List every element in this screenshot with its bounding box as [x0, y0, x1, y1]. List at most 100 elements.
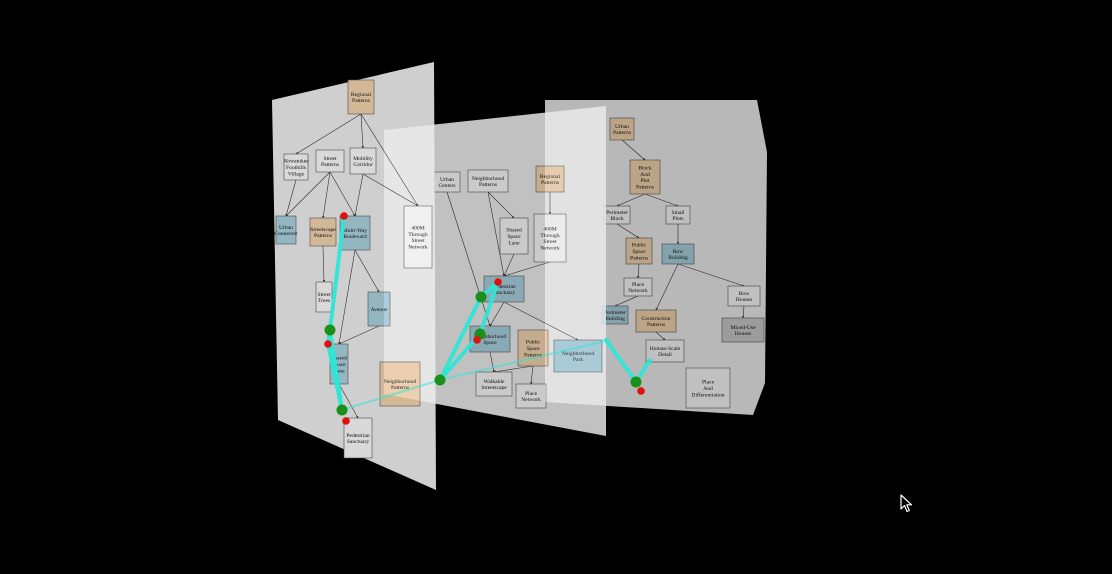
path-node-red[interactable]	[342, 417, 350, 425]
graph-edge	[338, 383, 359, 419]
path-node-red[interactable]	[340, 212, 348, 220]
path-link	[478, 280, 500, 336]
node-box	[349, 147, 377, 175]
node-box	[515, 383, 547, 409]
graph-edge	[616, 193, 646, 207]
graph-edge	[285, 179, 297, 217]
node-box	[475, 371, 513, 397]
node-box	[623, 277, 653, 297]
graph-edge	[503, 261, 551, 277]
node-box	[629, 159, 661, 195]
graph-node-avenue[interactable]: Avenue	[367, 291, 391, 327]
graph-edge	[614, 295, 639, 307]
path-node-green[interactable]	[434, 374, 446, 386]
path-node-red[interactable]	[494, 278, 502, 286]
graph-edge	[360, 113, 365, 149]
node-box	[275, 215, 297, 245]
path-node-red[interactable]	[473, 336, 481, 344]
graph-edge	[503, 301, 579, 341]
graph-edge	[489, 301, 505, 327]
path-node-red[interactable]	[637, 387, 645, 395]
path-link	[439, 339, 611, 381]
node-box	[661, 243, 695, 265]
graph-edge	[655, 263, 679, 311]
graph-edge	[616, 223, 640, 239]
graph-edge	[295, 113, 362, 155]
highlighted-path	[324, 212, 652, 425]
graph-edge	[354, 173, 364, 217]
path-node-green[interactable]	[336, 404, 348, 416]
path-node-red[interactable]	[324, 340, 332, 348]
path-node-green[interactable]	[475, 291, 487, 303]
node-label: Avenue	[371, 307, 388, 313]
path-link	[328, 214, 346, 332]
graph-edge	[677, 263, 745, 287]
graph-edge	[360, 113, 419, 207]
graph-edge	[285, 171, 331, 217]
node-box	[685, 367, 731, 409]
graph-edge	[362, 173, 419, 207]
path-link	[604, 338, 638, 384]
path-node-green[interactable]	[324, 324, 336, 336]
graph-edge	[655, 331, 666, 341]
node-box	[343, 417, 373, 459]
node-box	[467, 169, 509, 193]
node-box	[315, 149, 345, 173]
node-box	[283, 153, 309, 181]
graph-edge	[354, 249, 380, 293]
path-node-green[interactable]	[630, 376, 642, 388]
graph-edge	[621, 139, 646, 161]
